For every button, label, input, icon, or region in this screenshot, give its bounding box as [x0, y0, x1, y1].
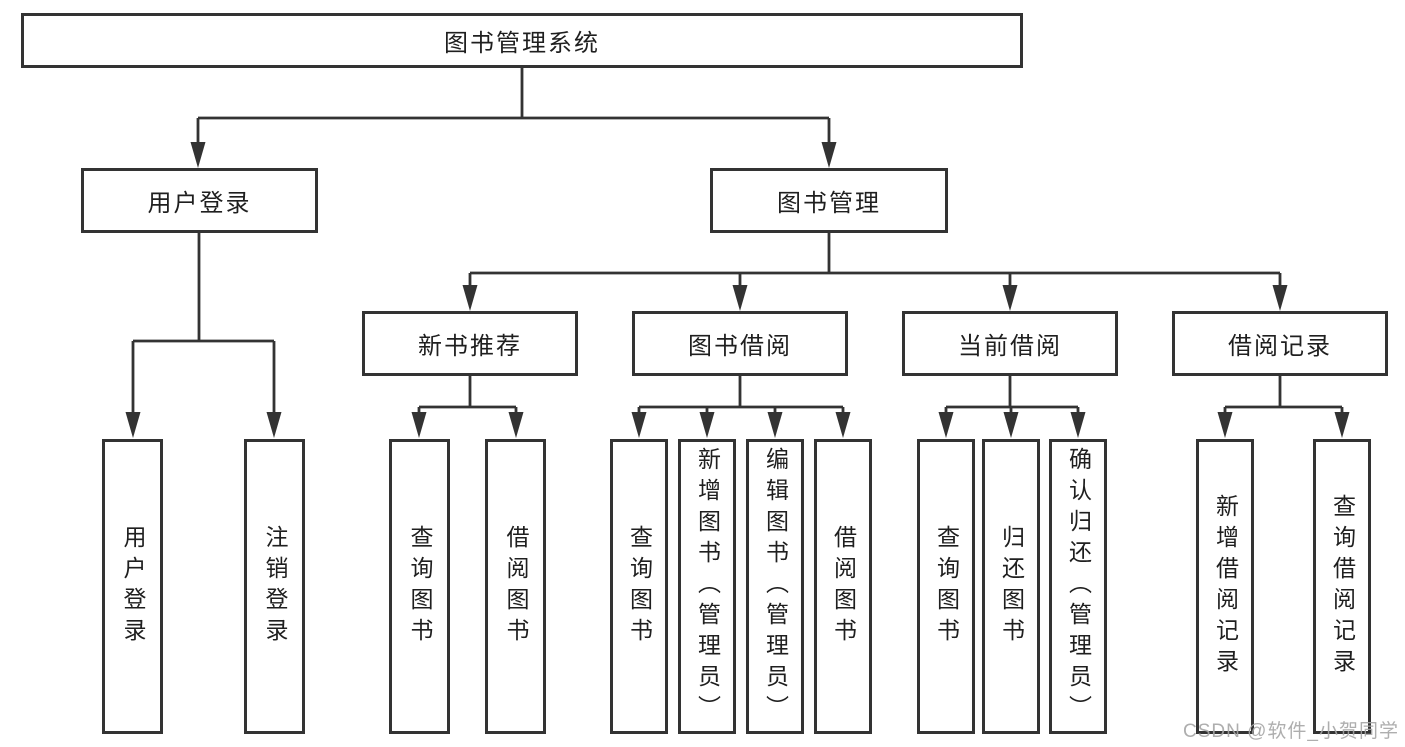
arrow-down-icon [732, 285, 748, 311]
leaf-label: 借阅图书 [830, 524, 857, 649]
node-label: 用户登录 [147, 190, 252, 217]
node-new-book-recommendation: 新书推荐 [362, 311, 578, 376]
leaf-borrow-books: 借阅图书 [814, 439, 872, 734]
leaf-label: 用户登录 [120, 524, 146, 649]
leaf-query-books: 查询图书 [610, 439, 668, 734]
leaf-query-borrowing-record: 查询借阅记录 [1313, 439, 1371, 734]
leaf-label: 借阅图书 [503, 524, 529, 649]
leaf-borrow-books: 借阅图书 [485, 439, 546, 734]
leaf-label: 归还图书 [998, 524, 1025, 649]
arrow-down-icon [508, 412, 524, 438]
arrowheads [125, 142, 1350, 438]
arrow-down-icon [631, 412, 647, 438]
arrow-down-icon [266, 412, 282, 438]
arrow-down-icon [125, 412, 141, 438]
arrow-down-icon [1334, 412, 1350, 438]
node-current-borrowing: 当前借阅 [902, 311, 1118, 376]
arrow-down-icon [1272, 285, 1288, 311]
node-label: 图书借阅 [688, 333, 792, 360]
node-book-management: 图书管理 [710, 168, 948, 233]
arrow-down-icon [938, 412, 954, 438]
csdn-watermark: CSDN @软件_小贺同学 [1183, 721, 1399, 742]
leaf-label: 查询图书 [626, 524, 653, 649]
node-label: 图书管理系统 [444, 30, 600, 57]
arrow-down-icon [1070, 412, 1086, 438]
leaf-logout: 注销登录 [244, 439, 305, 734]
node-label: 借阅记录 [1228, 333, 1332, 360]
leaf-label: 查询借阅记录 [1329, 493, 1356, 680]
node-user-login: 用户登录 [81, 168, 318, 233]
node-label: 当前借阅 [958, 333, 1062, 360]
leaf-label: 注销登录 [262, 524, 288, 649]
node-label: 图书管理 [777, 190, 881, 217]
node-library-management-system: 图书管理系统 [21, 13, 1023, 68]
leaf-label: 新增借阅记录 [1212, 493, 1239, 680]
leaf-add-borrowing-record: 新增借阅记录 [1196, 439, 1254, 734]
leaf-label: 查询图书 [407, 524, 433, 649]
leaf-label: 编辑图书（管理员） [762, 447, 789, 726]
leaf-label: 新增图书（管理员） [694, 447, 721, 726]
leaf-user-login: 用户登录 [102, 439, 163, 734]
arrow-down-icon [835, 412, 851, 438]
arrow-down-icon [1002, 285, 1018, 311]
leaf-label: 确认归还（管理员） [1065, 447, 1092, 726]
arrow-down-icon [1003, 412, 1019, 438]
arrow-down-icon [699, 412, 715, 438]
node-borrowing-records: 借阅记录 [1172, 311, 1388, 376]
leaf-return-books: 归还图书 [982, 439, 1040, 734]
node-label: 新书推荐 [418, 333, 522, 360]
arrow-down-icon [1217, 412, 1233, 438]
leaf-label: 查询图书 [933, 524, 960, 649]
leaf-query-books: 查询图书 [917, 439, 975, 734]
arrow-down-icon [462, 285, 478, 311]
leaf-query-books: 查询图书 [389, 439, 450, 734]
arrow-down-icon [821, 142, 837, 168]
arrow-down-icon [190, 142, 206, 168]
arrow-down-icon [411, 412, 427, 438]
node-book-borrowing: 图书借阅 [632, 311, 848, 376]
arrow-down-icon [767, 412, 783, 438]
leaf-confirm-return-admin: 确认归还（管理员） [1049, 439, 1107, 734]
leaf-add-books-admin: 新增图书（管理员） [678, 439, 736, 734]
leaf-edit-books-admin: 编辑图书（管理员） [746, 439, 804, 734]
